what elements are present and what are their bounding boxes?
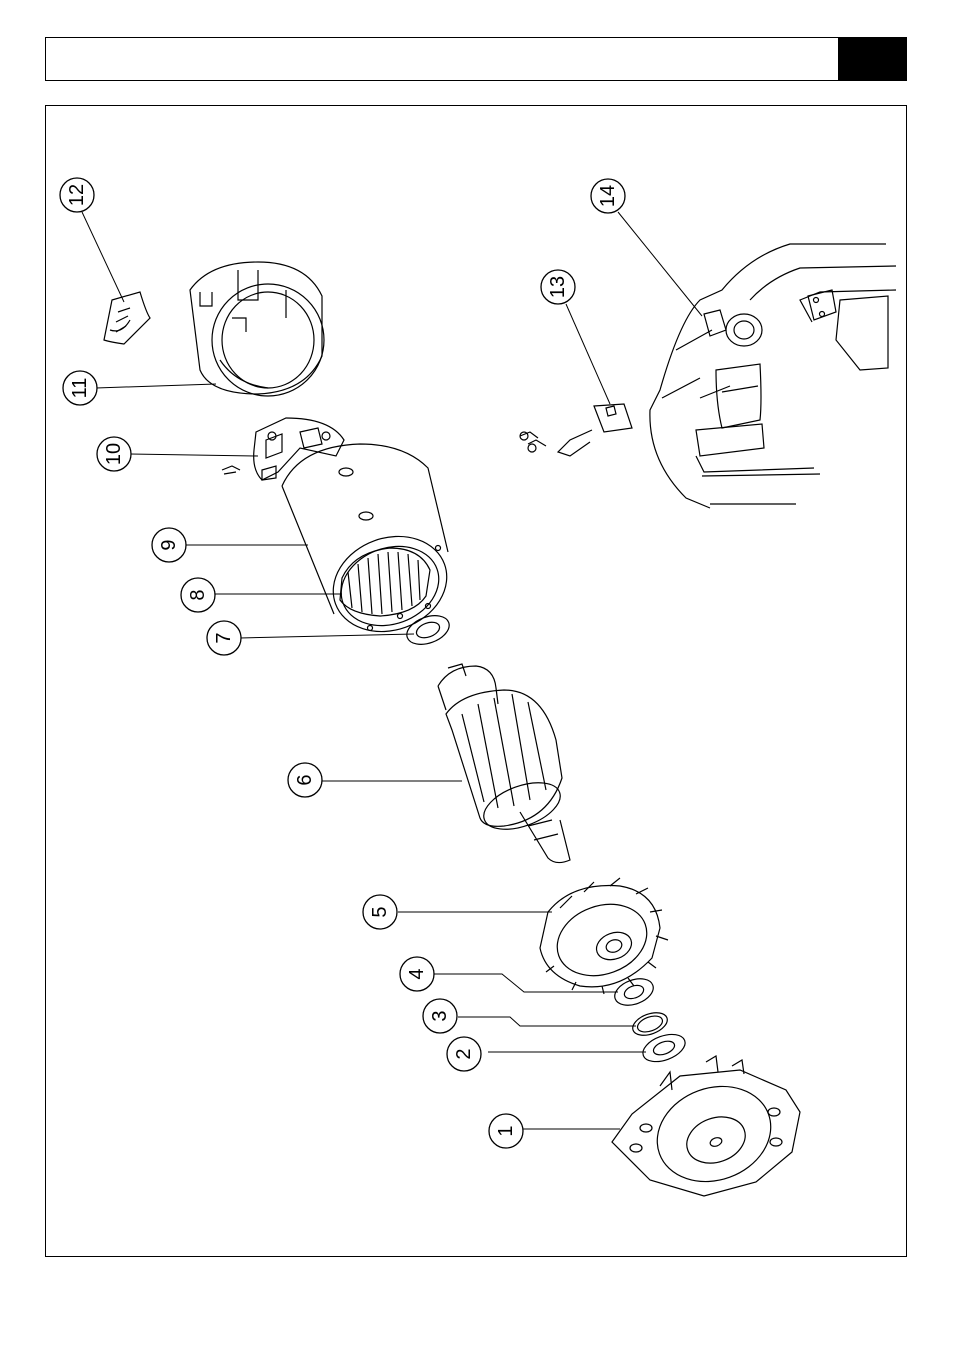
callout-9: 9 bbox=[152, 528, 186, 562]
callout-9-label: 9 bbox=[158, 539, 180, 550]
part-5-fan bbox=[540, 878, 668, 994]
part-8-stator bbox=[340, 548, 430, 616]
callout-13: 13 bbox=[541, 270, 575, 304]
part-14-bracket bbox=[650, 244, 896, 508]
callout-12: 12 bbox=[60, 178, 94, 212]
callout-5-label: 5 bbox=[369, 906, 391, 917]
part-11-end-housing bbox=[190, 262, 324, 396]
part-13-brush bbox=[520, 404, 632, 456]
callout-2: 2 bbox=[447, 1037, 481, 1071]
callout-6-label: 6 bbox=[294, 774, 316, 785]
callout-11-label: 11 bbox=[69, 378, 91, 399]
callout-5: 5 bbox=[363, 895, 397, 929]
callout-3: 3 bbox=[423, 999, 457, 1033]
part-7-bearing bbox=[403, 610, 453, 649]
callout-8-label: 8 bbox=[187, 589, 209, 600]
callout-10: 10 bbox=[97, 437, 131, 471]
callout-10-label: 10 bbox=[103, 443, 125, 465]
callout-14: 14 bbox=[591, 179, 625, 213]
callout-1: 1 bbox=[489, 1114, 523, 1148]
callout-11: 11 bbox=[63, 371, 97, 405]
callout-13-label: 13 bbox=[547, 276, 569, 298]
part-6-armature bbox=[438, 664, 570, 863]
callout-7-label: 7 bbox=[213, 632, 235, 643]
callout-1-label: 1 bbox=[495, 1125, 517, 1136]
callout-4: 4 bbox=[400, 957, 434, 991]
callout-14-label: 14 bbox=[597, 185, 619, 207]
part-9-housing bbox=[282, 444, 460, 647]
callout-2-label: 2 bbox=[453, 1048, 475, 1059]
callout-12-label: 12 bbox=[66, 184, 88, 206]
part-12-cap bbox=[104, 292, 150, 344]
callout-8: 8 bbox=[181, 578, 215, 612]
callout-7: 7 bbox=[207, 621, 241, 655]
part-1-flange bbox=[612, 1056, 800, 1197]
callout-3-label: 3 bbox=[429, 1010, 451, 1021]
callout-6: 6 bbox=[288, 763, 322, 797]
callout-4-label: 4 bbox=[406, 968, 428, 979]
leader-lines bbox=[82, 212, 702, 1129]
